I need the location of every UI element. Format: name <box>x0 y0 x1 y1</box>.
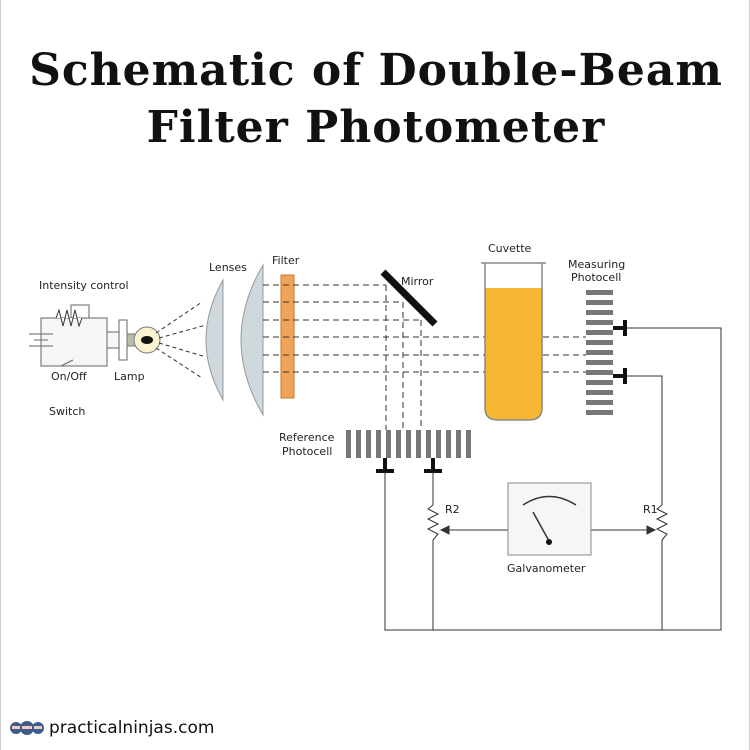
photocell-stripe <box>586 290 613 295</box>
photocell-stripe <box>466 430 471 458</box>
switch-label: Switch <box>49 405 85 418</box>
mirror <box>380 269 438 327</box>
measuring-photocell <box>586 290 613 417</box>
photocell-stripe <box>586 410 613 415</box>
reference-terminals <box>376 458 442 473</box>
site-link[interactable]: practicalninjas.com <box>49 718 215 738</box>
photocell-stripe <box>406 430 411 458</box>
switch-icon <box>60 359 74 367</box>
photocell-stripe <box>586 360 613 365</box>
photocell-stripe <box>396 430 401 458</box>
reference-photocell-label-1: Reference <box>279 431 335 444</box>
r2-label: R2 <box>445 503 460 516</box>
photocell-stripe <box>586 310 613 315</box>
photocell-stripe <box>586 340 613 345</box>
galvanometer-icon <box>507 482 592 556</box>
power-circuit <box>29 304 128 367</box>
measuring-terminals <box>613 320 627 384</box>
photocell-stripe <box>586 330 613 335</box>
filter-label: Filter <box>272 254 300 267</box>
mirror-label: Mirror <box>401 275 434 288</box>
photocell-stripe <box>586 380 613 385</box>
parallel-beams <box>263 284 586 430</box>
photocell-stripe <box>586 400 613 405</box>
lens-1 <box>205 278 224 402</box>
lamp-label: Lamp <box>114 370 145 383</box>
r1-label: R1 <box>643 503 658 516</box>
photocell-stripe <box>366 430 371 458</box>
intensity-control-label: Intensity control <box>39 279 129 292</box>
photocell-stripe <box>416 430 421 458</box>
photocell-stripe <box>446 430 451 458</box>
photocell-stripe <box>586 320 613 325</box>
photocell-stripe <box>376 430 381 458</box>
lamp-bulb-icon <box>126 326 161 354</box>
intensity-resistor <box>55 308 83 328</box>
measuring-photocell-label-1: Measuring <box>568 258 625 271</box>
galvanometer-label: Galvanometer <box>507 562 586 575</box>
photocell-stripe <box>586 390 613 395</box>
measuring-photocell-label-2: Photocell <box>571 271 621 284</box>
on-off-label: On/Off <box>51 370 87 383</box>
diverging-rays <box>155 301 207 379</box>
photocell-stripe <box>586 350 613 355</box>
cuvette-label: Cuvette <box>488 242 532 255</box>
photocell-stripe <box>586 370 613 375</box>
title-line-2: Filter Photometer <box>146 102 606 153</box>
bridge-wires <box>384 327 722 631</box>
ninja-heads-icon <box>10 721 44 735</box>
photocell-stripe <box>386 430 391 458</box>
lenses-label: Lenses <box>209 261 247 274</box>
reference-photocell <box>346 430 473 458</box>
r2-resistor <box>426 504 440 541</box>
lens-2 <box>240 263 264 417</box>
cuvette <box>481 262 546 421</box>
photocell-stripe <box>356 430 361 458</box>
photocell-stripe <box>586 300 613 305</box>
photocell-stripe <box>426 430 431 458</box>
r1-resistor <box>655 504 669 541</box>
reference-photocell-label-2: Photocell <box>282 445 332 458</box>
photocell-stripe <box>456 430 461 458</box>
photocell-stripe <box>346 430 351 458</box>
photocell-stripe <box>436 430 441 458</box>
title-line-1: Schematic of Double-Beam <box>29 45 723 96</box>
footer: practicalninjas.com <box>9 718 214 738</box>
